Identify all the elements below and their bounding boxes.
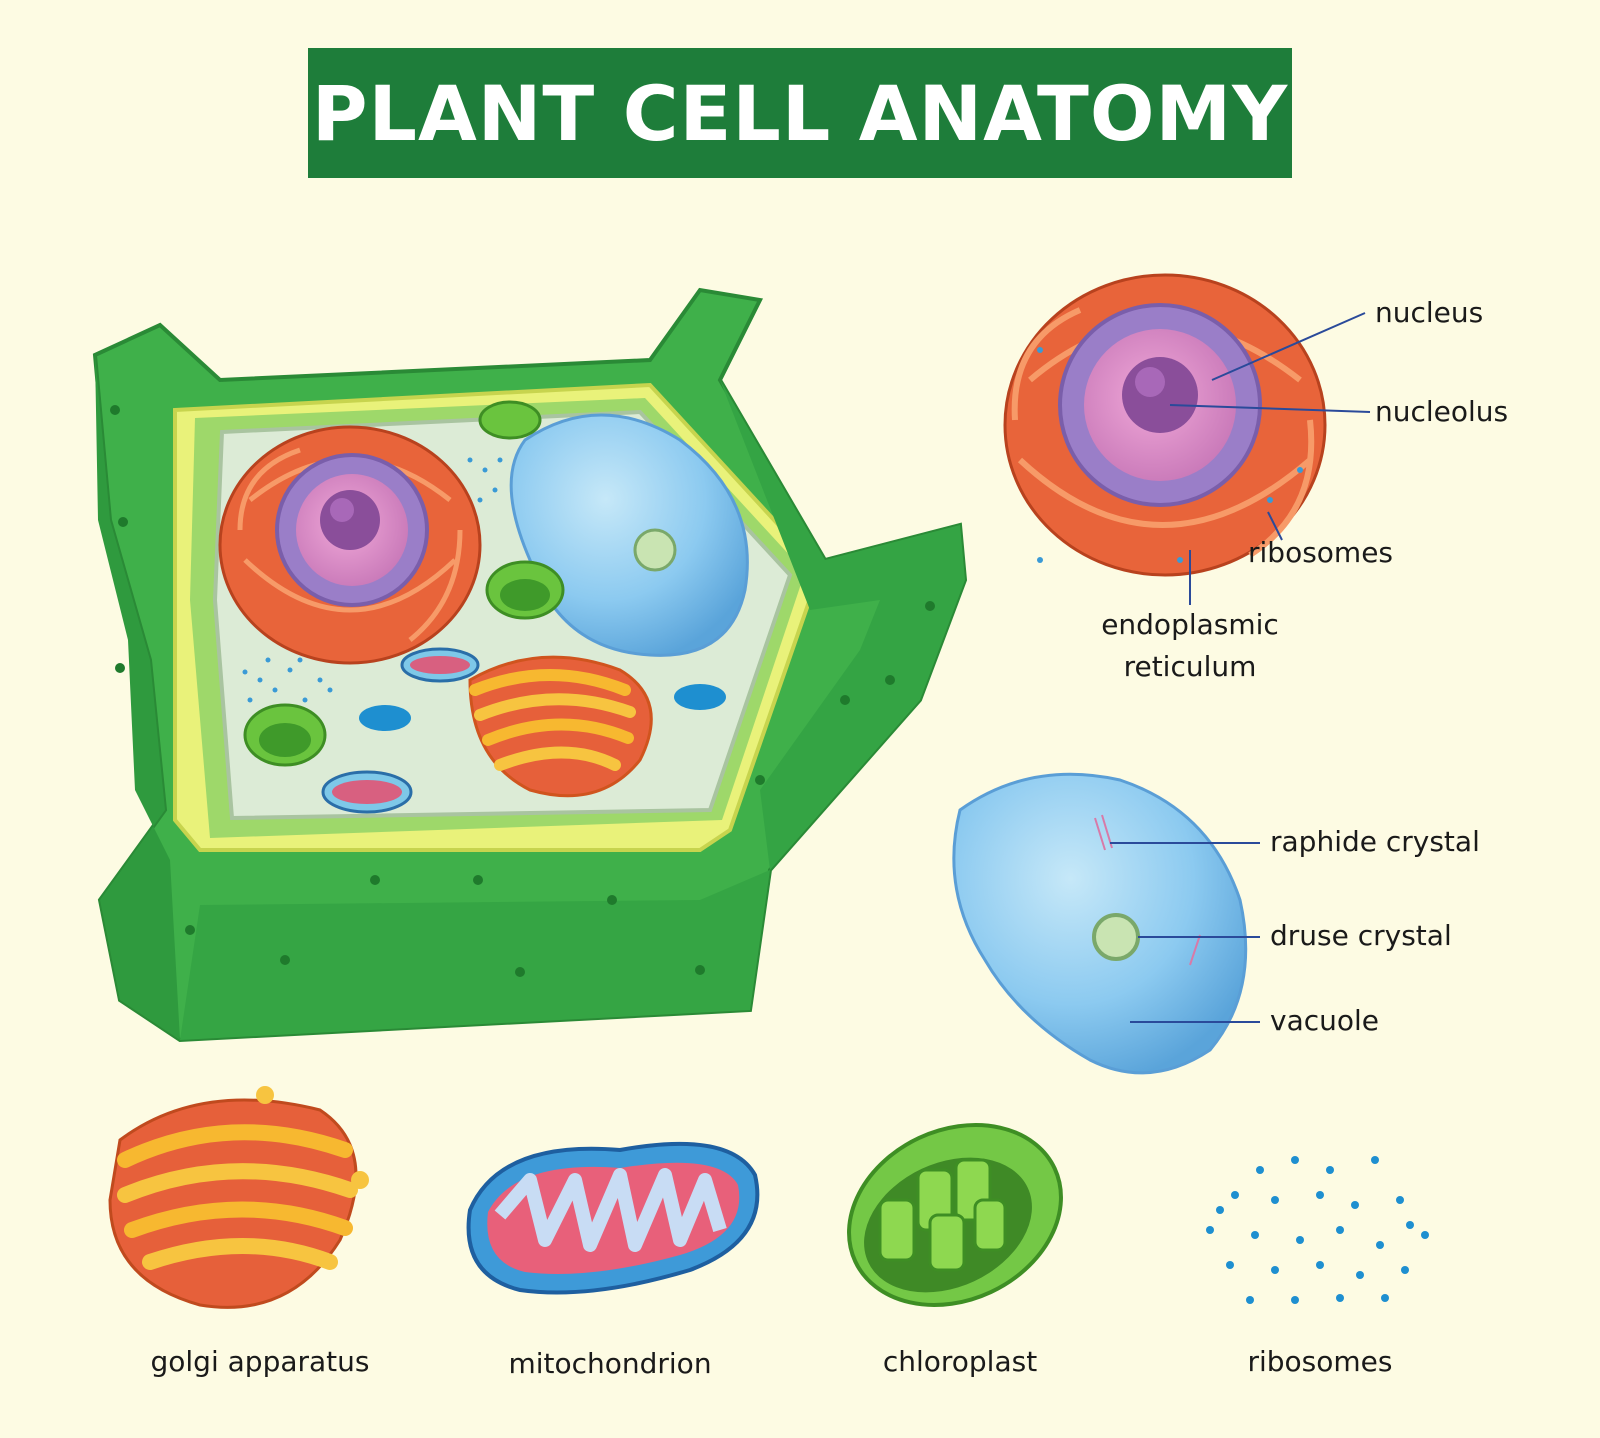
label-ribosomes-detail: ribosomes	[1248, 536, 1394, 569]
label-druse-crystal: druse crystal	[1270, 919, 1452, 952]
label-golgi-apparatus: golgi apparatus	[150, 1345, 370, 1378]
label-vacuole: vacuole	[1270, 1004, 1380, 1037]
vacuole-detail-illustration	[952, 772, 1248, 1075]
label-nucleolus: nucleolus	[1375, 395, 1509, 428]
nucleus-leader-lines	[1169, 312, 1371, 605]
label-er-line2: reticulum	[1123, 650, 1257, 683]
nucleus-detail-illustration	[1003, 273, 1327, 577]
plant-cell-illustration	[92, 287, 968, 1043]
golgi-icon	[108, 1086, 369, 1309]
ribosomes-icon	[1206, 1156, 1429, 1304]
label-chloroplast: chloroplast	[882, 1345, 1038, 1378]
title-banner: PLANT CELL ANATOMY	[308, 48, 1292, 178]
mitochondrion-icon	[466, 1141, 760, 1295]
cell-golgi	[468, 655, 653, 798]
label-nucleus: nucleus	[1375, 296, 1484, 329]
cell-nucleolus	[320, 490, 380, 550]
cell-vacuole	[509, 413, 749, 657]
label-raphide-crystal: raphide crystal	[1270, 825, 1480, 858]
vacuole-leader-lines	[1110, 842, 1260, 1023]
cell-mitochondrion-1	[400, 647, 480, 683]
cell-chloroplast-2	[243, 703, 327, 767]
cell-chloroplast-1	[485, 560, 565, 620]
page-title: PLANT CELL ANATOMY	[311, 68, 1289, 158]
chloroplast-icon	[847, 1123, 1063, 1307]
cell-mitochondrion-2	[321, 770, 413, 814]
cell-chloroplast-3	[478, 400, 542, 440]
label-er-line1: endoplasmic	[1101, 608, 1279, 641]
label-ribosomes: ribosomes	[1247, 1345, 1393, 1378]
label-mitochondrion: mitochondrion	[508, 1347, 712, 1380]
